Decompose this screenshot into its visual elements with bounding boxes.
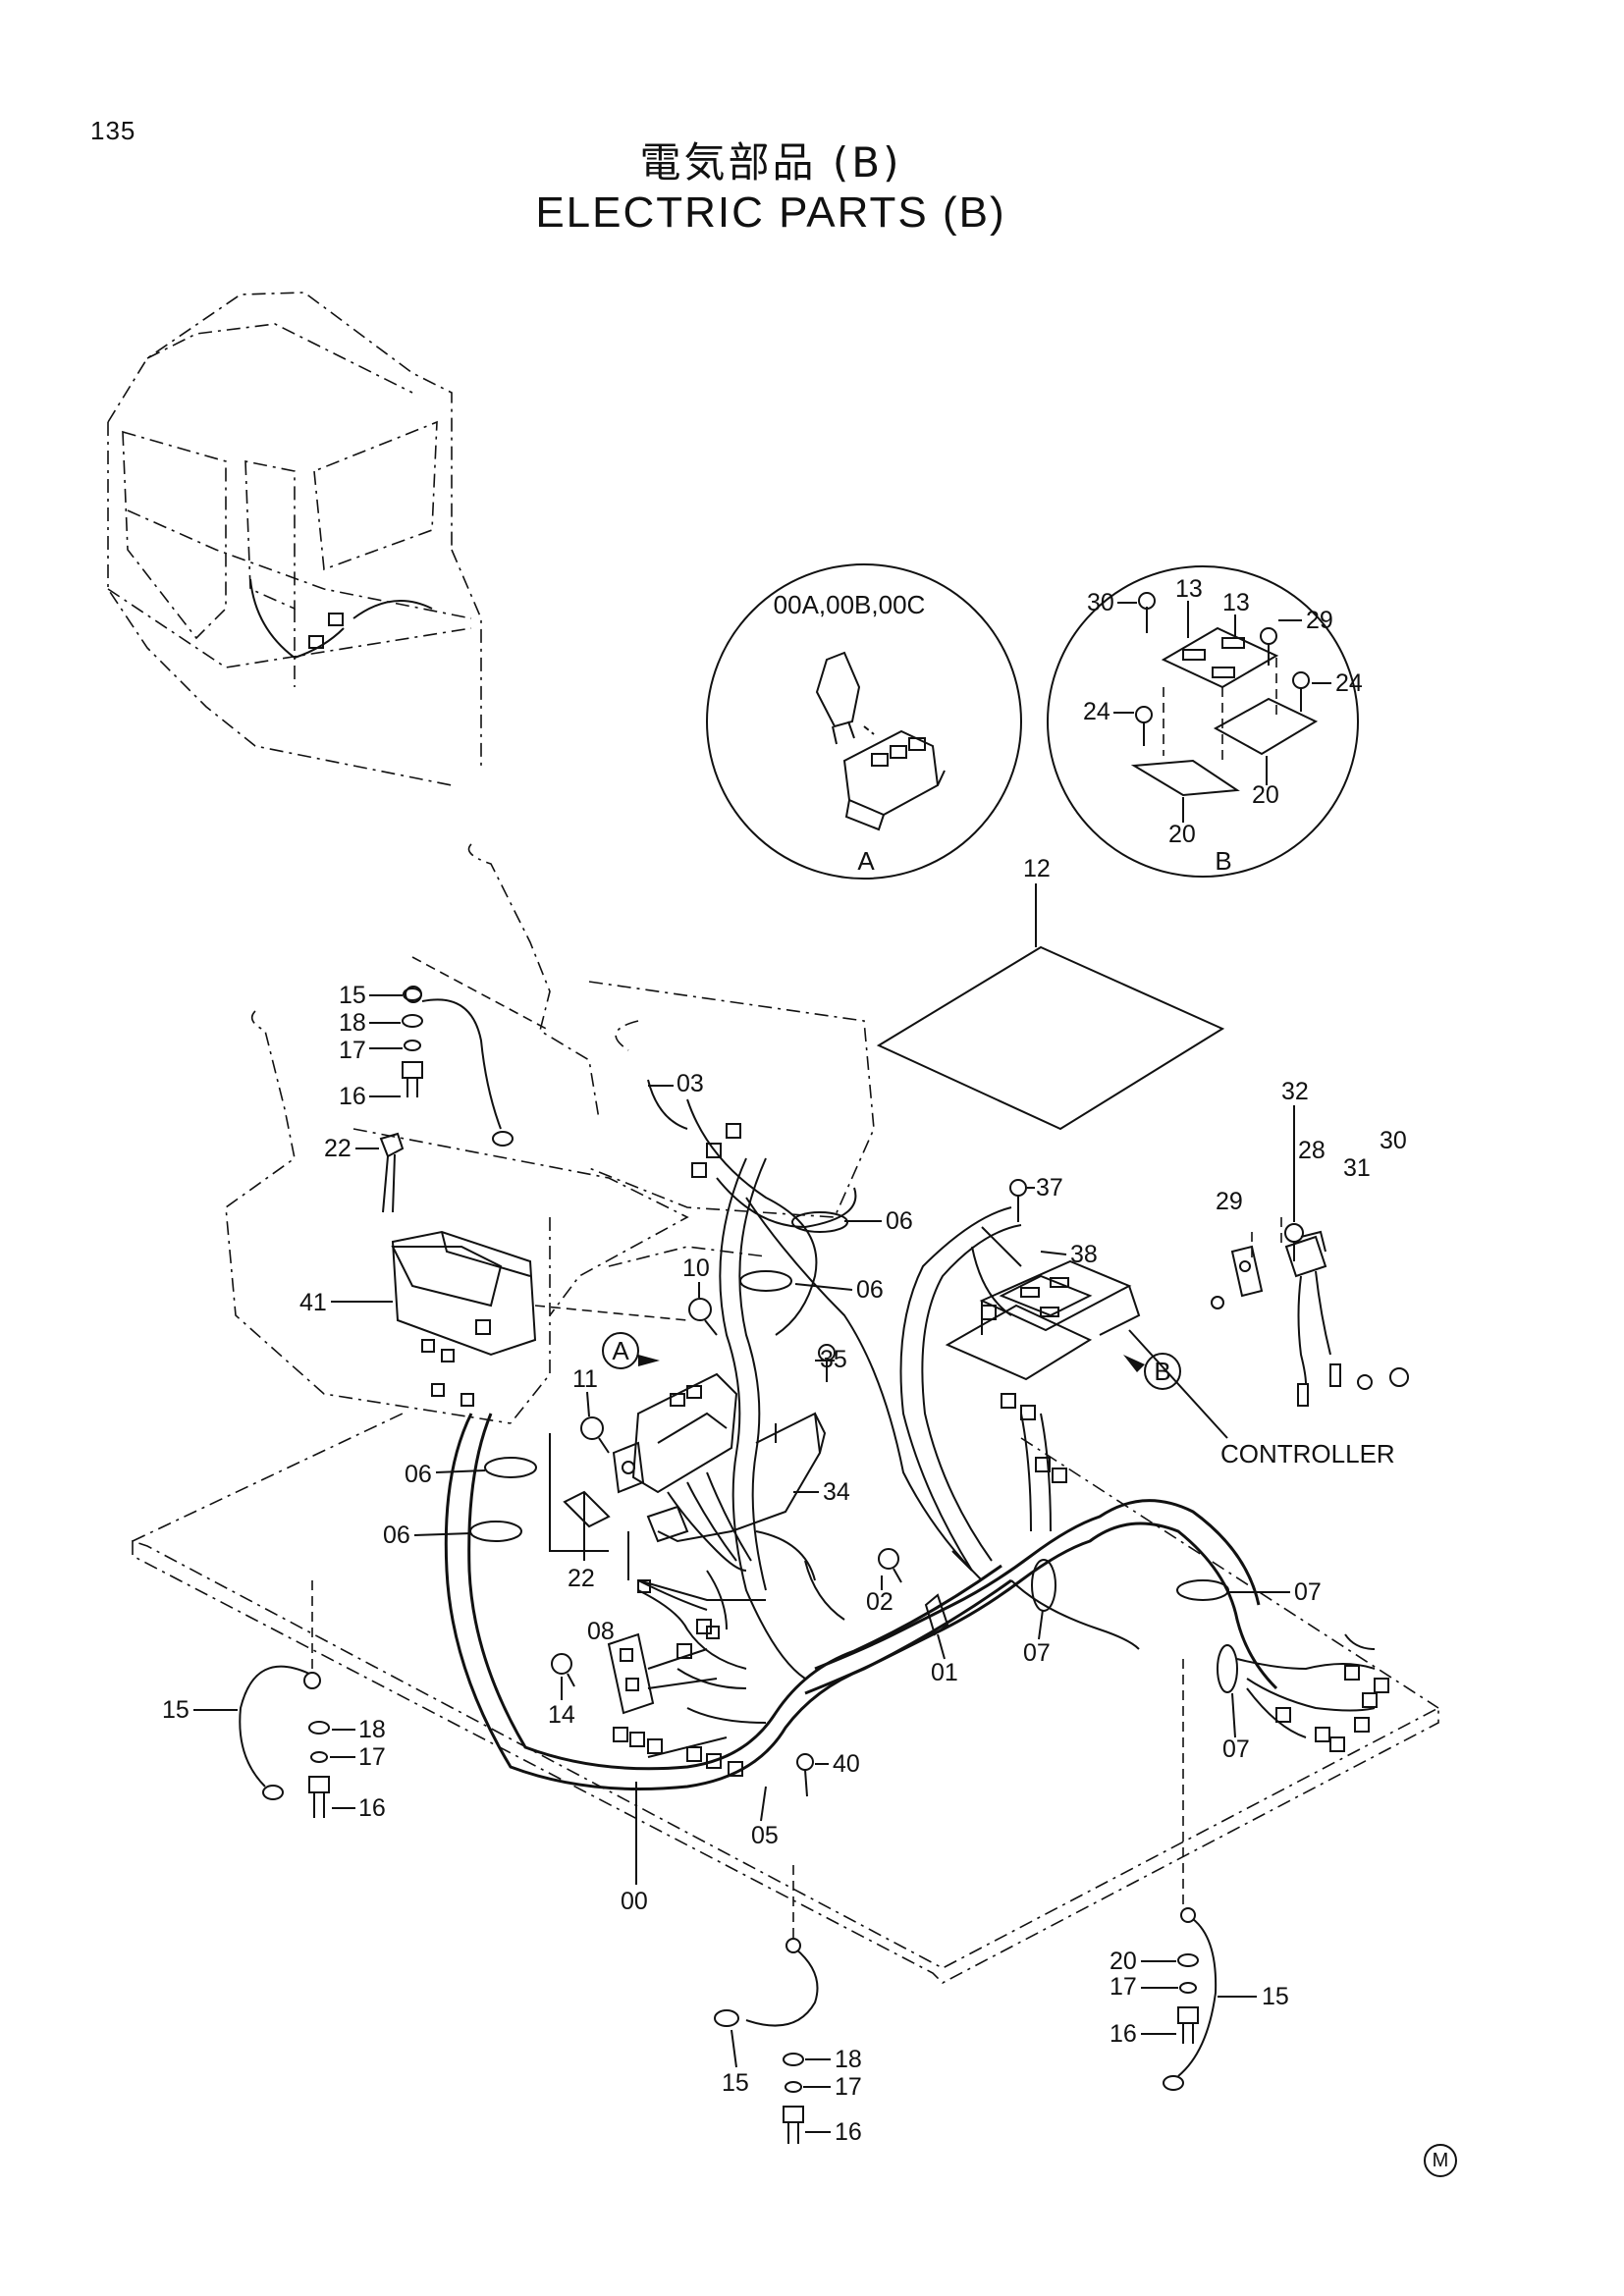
harness-clamps (469, 1211, 1238, 1693)
ground-cable-right (1163, 1659, 1218, 2091)
svg-text:06: 06 (383, 1522, 410, 1549)
svg-text:29: 29 (1306, 607, 1333, 634)
switch-assembly (1211, 1217, 1341, 1407)
svg-text:16: 16 (339, 1083, 366, 1110)
svg-text:14: 14 (548, 1701, 575, 1729)
detail-circle-b (1047, 565, 1359, 878)
svg-text:07: 07 (1023, 1639, 1051, 1667)
svg-text:08: 08 (587, 1618, 615, 1645)
svg-text:20: 20 (1168, 821, 1196, 848)
ground-cable-upper (405, 956, 551, 1147)
svg-text:15: 15 (722, 2069, 749, 2097)
svg-text:15: 15 (339, 982, 366, 1009)
svg-text:11: 11 (572, 1365, 598, 1393)
svg-text:16: 16 (358, 1794, 386, 1822)
svg-text:22: 22 (324, 1135, 352, 1162)
svg-text:17: 17 (1110, 1973, 1137, 2001)
svg-text:30: 30 (1380, 1127, 1407, 1154)
svg-text:03: 03 (677, 1070, 704, 1097)
svg-text:A: A (612, 1336, 629, 1365)
svg-text:06: 06 (405, 1461, 432, 1488)
floor-plate-outline (132, 1539, 1439, 1984)
detail-a-letter: A (857, 846, 875, 876)
screws (379, 1132, 1409, 1797)
svg-text:38: 38 (1070, 1241, 1098, 1268)
battery-block (391, 1230, 537, 1357)
detail-circle-a (706, 563, 1022, 880)
svg-text:16: 16 (1110, 2020, 1137, 2048)
ground-cable-center (714, 1865, 819, 2027)
page-number: 135 (90, 116, 136, 145)
svg-text:15: 15 (1262, 1983, 1289, 2010)
controller-unit (945, 1259, 1141, 1381)
title-japanese: 電気部品 (B) (639, 138, 902, 187)
title-english: ELECTRIC PARTS (B) (535, 188, 1006, 237)
svg-text:40: 40 (833, 1750, 860, 1778)
svg-text:20: 20 (1252, 781, 1279, 809)
manual-plate (876, 945, 1225, 1131)
fastener-stacks (308, 988, 1199, 2144)
svg-text:15: 15 (162, 1696, 189, 1724)
svg-text:06: 06 (856, 1276, 884, 1304)
svg-text:18: 18 (358, 1716, 386, 1743)
svg-text:00: 00 (621, 1888, 648, 1915)
svg-text:01: 01 (931, 1659, 958, 1686)
part-labels: 30 13 13 29 24 24 20 20 12 15 18 17 16 0… (162, 575, 1407, 2146)
svg-text:22: 22 (568, 1565, 595, 1592)
callout-b: B (1123, 1353, 1181, 1390)
svg-text:41: 41 (299, 1289, 327, 1316)
svg-text:B: B (1154, 1357, 1170, 1386)
svg-text:17: 17 (339, 1037, 366, 1064)
controller-label: CONTROLLER (1220, 1439, 1395, 1468)
svg-text:02: 02 (866, 1588, 893, 1616)
svg-text:13: 13 (1175, 575, 1203, 603)
main-harness (444, 1079, 1376, 1790)
svg-text:12: 12 (1023, 855, 1051, 882)
svg-text:31: 31 (1343, 1154, 1371, 1182)
callout-a: A (602, 1332, 660, 1369)
svg-text:17: 17 (358, 1743, 386, 1771)
svg-text:24: 24 (1335, 669, 1363, 697)
svg-text:05: 05 (751, 1822, 779, 1849)
svg-text:13: 13 (1222, 589, 1250, 616)
ground-cable-left (239, 1580, 321, 1800)
svg-text:07: 07 (1222, 1735, 1250, 1763)
svg-text:24: 24 (1083, 698, 1110, 725)
svg-text:37: 37 (1036, 1174, 1063, 1201)
cab-harness (249, 578, 433, 660)
svg-text:32: 32 (1281, 1078, 1309, 1105)
svg-text:28: 28 (1298, 1137, 1326, 1164)
detail-a-part-label: 00A,00B,00C (774, 590, 926, 619)
svg-text:18: 18 (339, 1009, 366, 1037)
svg-text:16: 16 (835, 2118, 862, 2146)
cab-outline (107, 292, 482, 786)
svg-text:18: 18 (835, 2046, 862, 2073)
connector-block-14 (607, 1632, 718, 1715)
svg-text:07: 07 (1294, 1578, 1322, 1606)
relay-bracket (631, 1372, 827, 1572)
svg-text:34: 34 (823, 1478, 850, 1506)
upper-body-outline (225, 843, 875, 1424)
bracket-21 (563, 1441, 708, 1611)
svg-text:20: 20 (1110, 1948, 1137, 1975)
svg-text:06: 06 (886, 1207, 913, 1235)
detail-b-letter: B (1215, 846, 1231, 876)
svg-text:10: 10 (682, 1255, 710, 1282)
svg-text:29: 29 (1216, 1188, 1243, 1215)
svg-text:30: 30 (1087, 589, 1114, 616)
svg-text:17: 17 (835, 2073, 862, 2101)
corner-mark: M (1424, 2144, 1457, 2177)
